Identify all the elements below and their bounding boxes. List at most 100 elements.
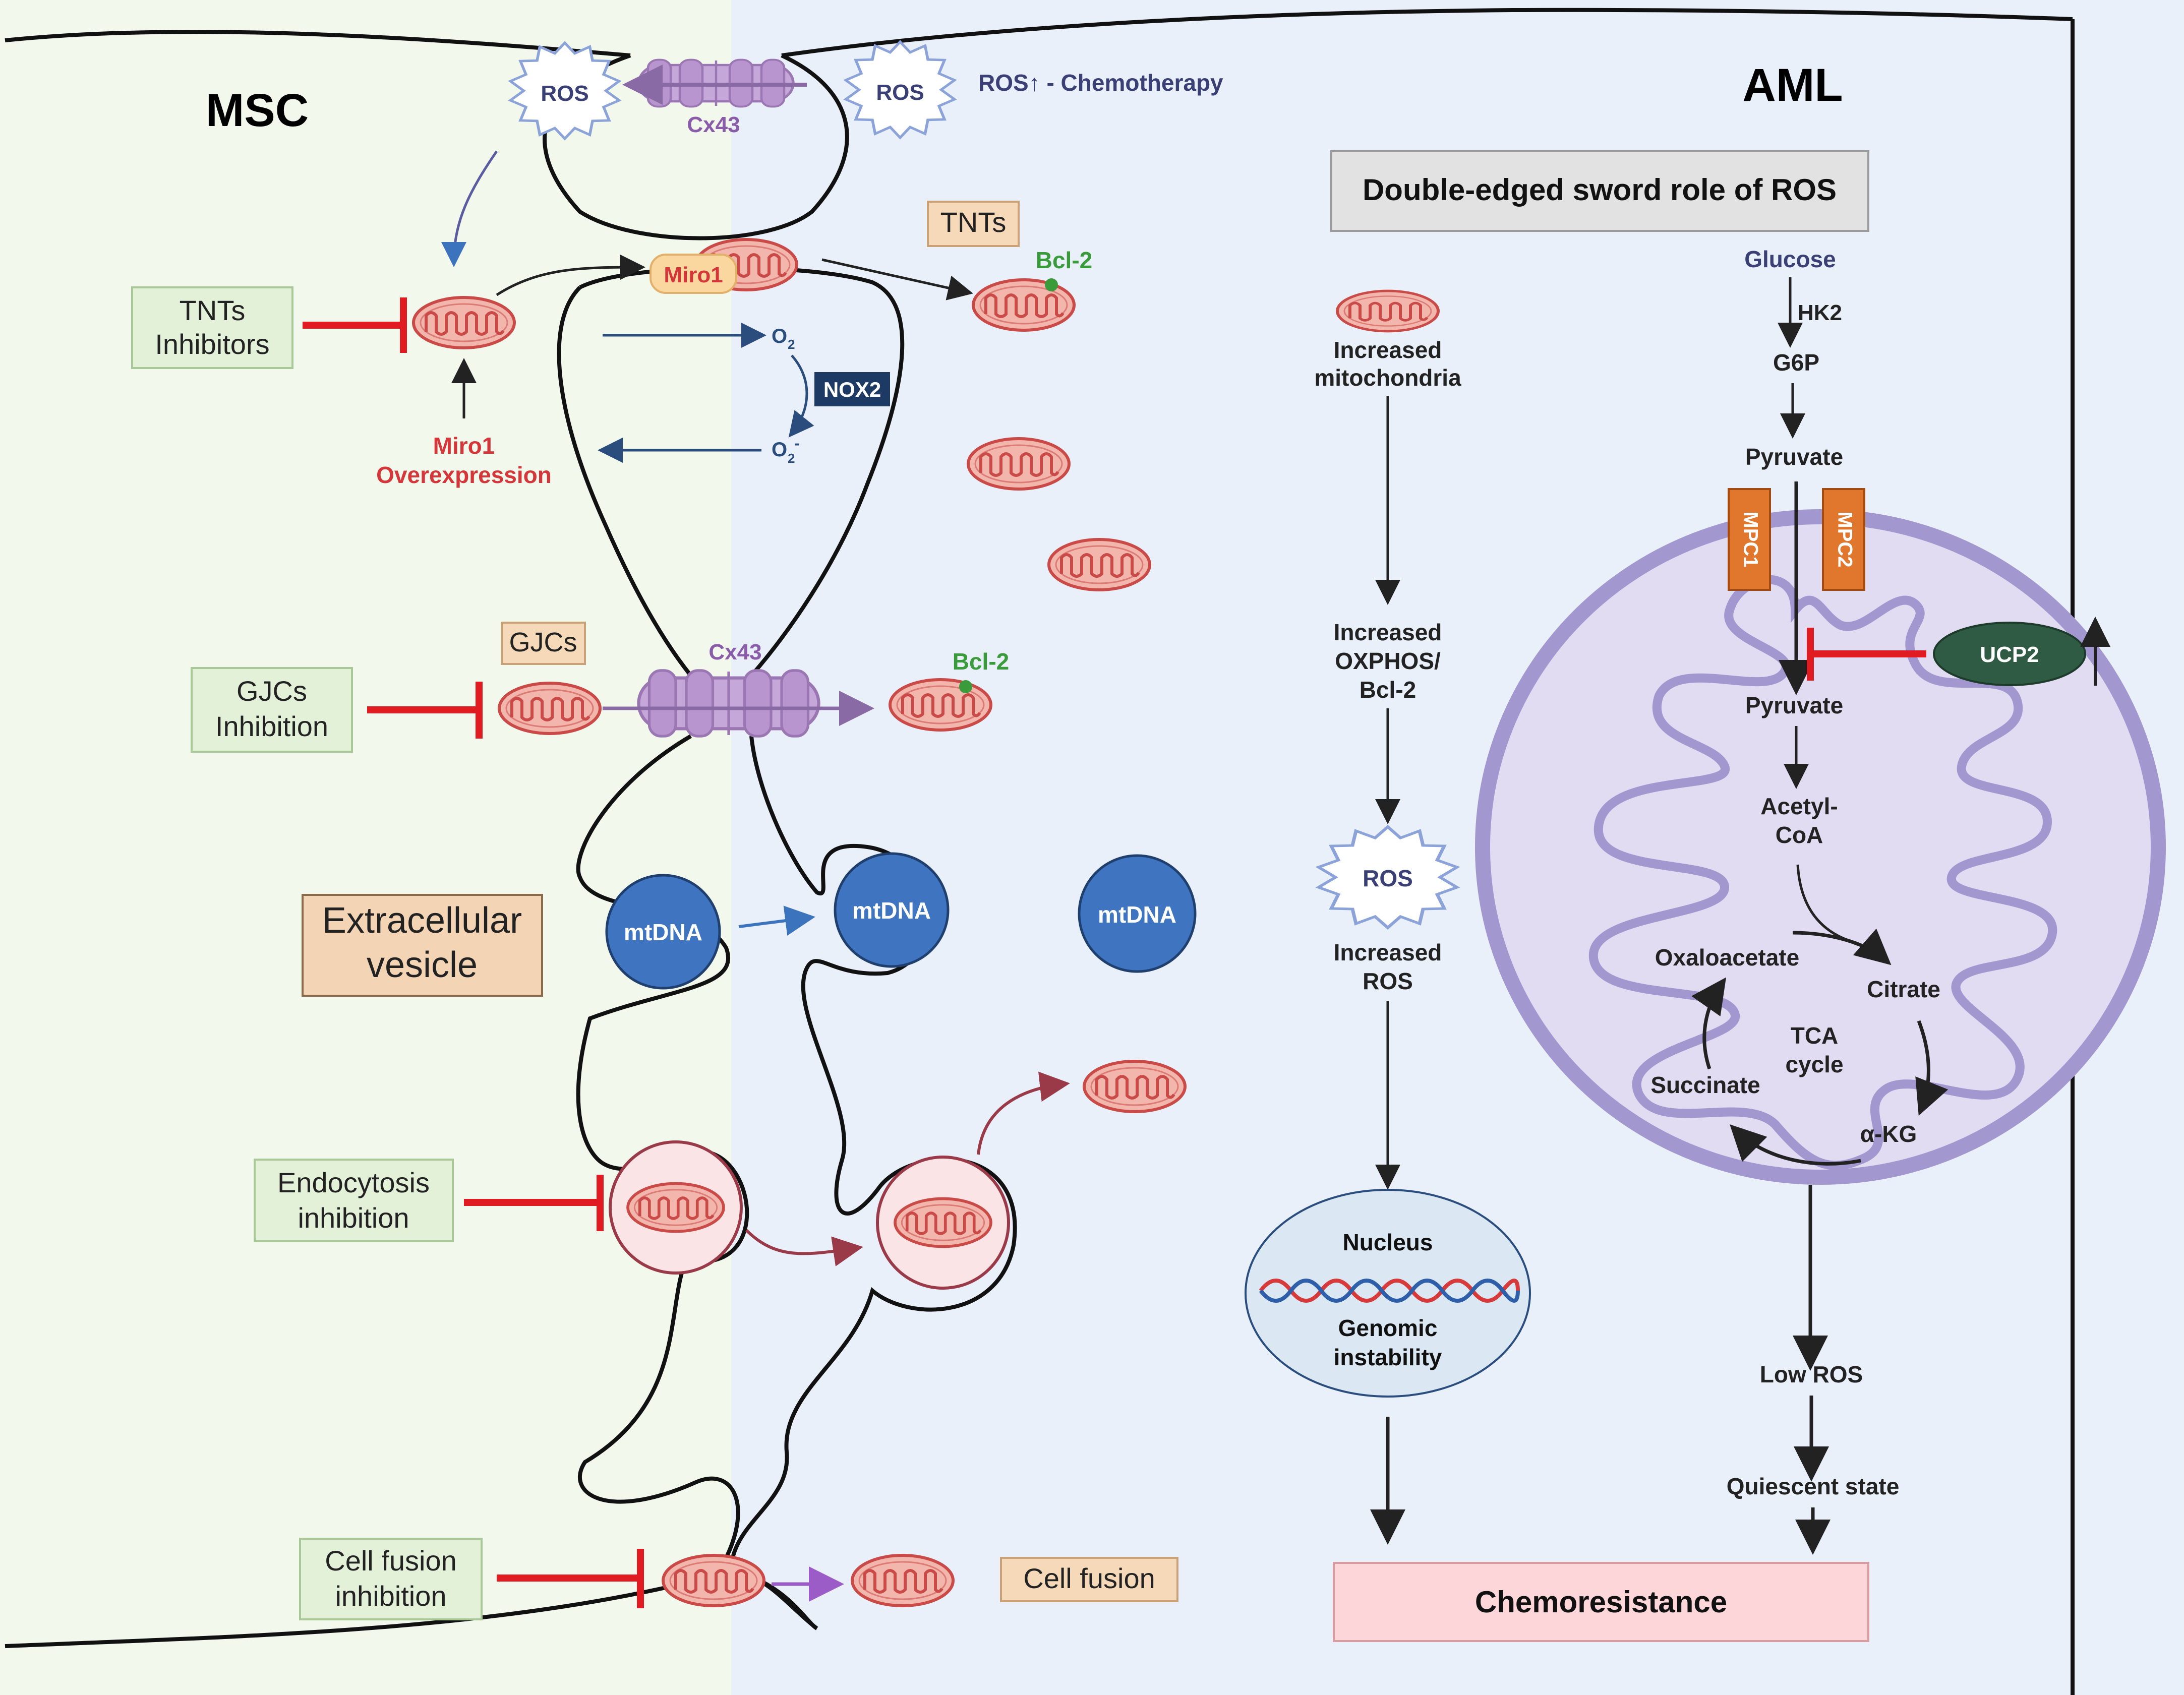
chemoresistance-label: Chemoresistance [1475,1585,1727,1619]
msc-title: MSC [206,85,309,136]
tnts-inhibitors-box [131,286,293,369]
tnts-inhibitors-line1: TNTs [180,294,246,326]
aml-title: AML [1742,59,1843,111]
aml-mito-released [1084,1061,1185,1112]
increased-mito-line1: Increased [1334,337,1442,363]
msc-membrane-top [5,30,631,57]
ros-label-aml: ROS [876,80,924,105]
glucose-label: Glucose [1744,246,1836,272]
o2-sub: 2 [788,337,795,352]
cx43-mid-channel [639,671,819,736]
increased-ros-line1: Increased [1334,939,1442,965]
bcl2-dot-mid [959,680,972,693]
g6p-label: G6P [1773,349,1819,376]
nucleus [1245,1189,1531,1398]
aml-increased-mito-icon [1337,291,1438,331]
pyruvate-in-label: Pyruvate [1745,692,1843,718]
cell-fusion-label: Cell fusion [1023,1562,1155,1594]
msc-panel-bg [0,0,731,1695]
ev-line1: Extracellular [322,900,522,941]
nox2-label: NOX2 [823,378,881,401]
msc-mito-gjc [499,683,600,734]
mpc1-label: MPC1 [1739,511,1761,567]
ros-label-msc: ROS [541,81,588,106]
mtdna-in [834,852,950,968]
oxphos-line2: OXPHOS/ [1335,648,1441,674]
aml-mito-3 [1049,539,1150,590]
pyruvate-label: Pyruvate [1745,444,1843,470]
low-ros-label: Low ROS [1760,1361,1863,1387]
tca-line2: cycle [1785,1051,1843,1077]
aml-mito-2 [968,439,1069,489]
miro1-over-line1: Miro1 [433,433,495,459]
aml-ros-label: ROS [1363,865,1413,891]
mito-to-tnt-arrow [496,255,645,296]
aml-mito-bcl2-top [973,280,1074,330]
gjcs-inhibition-line1: GJCs [237,675,307,707]
succinate-label: Succinate [1650,1072,1760,1098]
tca-line1: TCA [1791,1022,1839,1049]
tnt-channel-left [557,286,693,677]
mtdna-msc [605,874,721,990]
dna-helix-icon [1259,1279,1520,1303]
mtdna-transfer-arrow [738,905,815,936]
ucp2-label: UCP2 [1980,642,2039,667]
citrate-to-akg-arrow [1915,1020,1949,1116]
ucp2-protein [1933,622,2086,686]
bcl2-top-label: Bcl-2 [1036,247,1092,273]
aml-mito-bcl2-mid [890,680,991,730]
extracellular-vesicle-box [302,894,543,997]
o2-conversion-arrow [788,354,814,438]
succinate-to-oaa-arrow [1691,977,1727,1070]
o2m-sub: 2 [788,451,795,466]
chemoresistance-box [1333,1562,1869,1642]
ros-to-mito-arrow [441,150,498,267]
endocytosis-line2: inhibition [298,1202,409,1234]
oxphos-line1: Increased [1334,619,1442,645]
citrate-label: Citrate [1867,976,1940,1002]
mtdna-out-label: mtDNA [1098,901,1176,928]
akg-to-succinate-arrow [1730,1124,1861,1166]
miro1-over-line2: Overexpression [376,462,552,488]
aml-endosome-mito [895,1199,991,1247]
gjcs-label: GJCs [509,627,577,657]
nucleus-label: Nucleus [1343,1229,1433,1255]
endocytosis-box [254,1159,454,1242]
oaa-to-citrate-arrow [1792,928,1892,965]
mitochondrion-cristae [1588,575,2057,1170]
release-arrow [977,1071,1070,1155]
acetyl-coa-line1: Acetyl- [1760,793,1838,819]
genomic-line2: instability [1334,1344,1442,1370]
fusion-mito-msc [663,1555,764,1606]
aml-heading-box [1330,150,1869,232]
bcl2-dot-top [1045,278,1058,291]
bcl2-mid-label: Bcl-2 [953,648,1009,675]
quiescent-label: Quiescent state [1727,1473,1900,1499]
miro1-badge [650,254,737,294]
fusion-mito-aml [852,1555,953,1606]
gjcs-inhibition-box [191,667,353,753]
aml-heading: Double-edged sword role of ROS [1363,173,1837,207]
mpc2-label: MPC2 [1834,511,1856,567]
mpc2-transporter [1822,488,1865,591]
tnts-box [927,201,1020,247]
oxphos-line3: Bcl-2 [1360,677,1416,703]
msc-mito-1 [414,297,514,348]
cx43-mid-label: Cx43 [709,640,761,664]
nox2-badge [814,372,890,406]
aml-membrane-top [781,8,2073,57]
genomic-line1: Genomic [1338,1315,1438,1341]
increased-mito-line2: mitochondria [1314,365,1461,391]
mpc1-transporter [1728,488,1771,591]
tnts-label: TNTs [940,206,1007,238]
mtdna-out [1078,854,1197,973]
cell-fusion-inhibition-line1: Cell fusion [325,1545,456,1577]
cell-fusion-inhibition-box [299,1538,483,1620]
aml-lower-membrane [729,736,1017,1571]
cell-fusion-inhibition-line2: inhibition [335,1580,446,1612]
endocytosis-line1: Endocytosis [277,1167,430,1198]
acetyl-coa-line2: CoA [1776,822,1823,848]
cx43-top-label: Cx43 [687,112,740,137]
mtdna-msc-label: mtDNA [624,919,702,945]
